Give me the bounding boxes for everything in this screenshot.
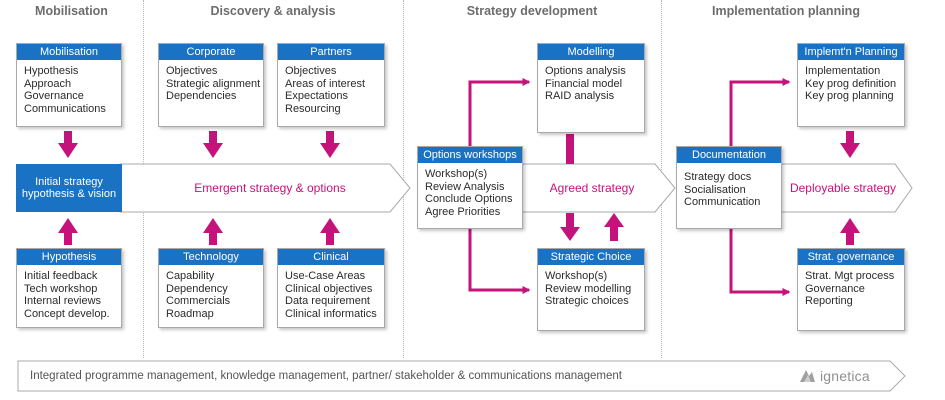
card-line: Communication bbox=[684, 196, 761, 208]
card-line: Initial feedback bbox=[24, 270, 98, 282]
card-line: Strategy docs bbox=[684, 171, 752, 183]
card-title: Modelling bbox=[538, 44, 644, 60]
card-line: Conclude Options bbox=[425, 193, 513, 205]
up-arrow-strategic-choice bbox=[604, 213, 624, 241]
card-line: Capability bbox=[166, 270, 215, 282]
card-strat-governance: Strat. governance Strat. Mgt process Gov… bbox=[797, 248, 905, 331]
card-modelling: Modelling Options analysis Financial mod… bbox=[537, 43, 645, 133]
card-line: Dependencies bbox=[166, 90, 237, 102]
card-implementation-planning: Implemt'n Planning Implementation Key pr… bbox=[797, 43, 905, 127]
card-line: Commercials bbox=[166, 295, 231, 307]
card-line: Areas of interest bbox=[285, 77, 366, 90]
connector-options-to-choice bbox=[468, 229, 531, 294]
card-line: Workshop(s) bbox=[545, 270, 608, 282]
card-corporate: Corporate Objectives Strategic alignment… bbox=[158, 43, 264, 127]
logo-mark-icon bbox=[800, 370, 815, 382]
card-line: Key prog planning bbox=[805, 90, 894, 102]
connector-modelling-to-band bbox=[566, 134, 574, 164]
card-line: Communications bbox=[24, 102, 106, 115]
card-title: Implemt'n Planning bbox=[798, 44, 904, 60]
card-line: Objectives bbox=[166, 65, 218, 77]
down-arrow-modelling bbox=[560, 213, 580, 241]
card-technology: Technology Capability Dependency Commerc… bbox=[158, 248, 264, 328]
card-title: Hypothesis bbox=[17, 249, 121, 265]
card-title: Documentation bbox=[677, 147, 781, 163]
down-arrow-partners bbox=[320, 131, 340, 158]
card-line: Review Analysis bbox=[425, 180, 505, 193]
card-line: Objectives bbox=[285, 65, 337, 77]
phase-title-mobilisation: Mobilisation bbox=[35, 4, 108, 18]
card-line: Governance bbox=[24, 90, 84, 102]
down-arrow-corporate bbox=[203, 131, 223, 158]
card-title: Corporate bbox=[159, 44, 263, 60]
initial-strategy-box: Initial strategy hypothesis & vision bbox=[16, 164, 122, 212]
card-line: Resourcing bbox=[285, 102, 341, 115]
band-label-emergent: Emergent strategy & options bbox=[194, 181, 346, 195]
card-mobilisation: Mobilisation Hypothesis Approach Governa… bbox=[16, 43, 122, 127]
card-line: Concept develop. bbox=[24, 307, 110, 320]
card-title: Strategic Choice bbox=[538, 249, 644, 265]
card-options-workshops: Options workshops Workshop(s) Review Ana… bbox=[417, 146, 523, 229]
card-line: Strategic choices bbox=[545, 295, 629, 307]
card-line: Clinical objectives bbox=[285, 282, 373, 295]
logo: ignetica bbox=[798, 368, 870, 384]
footer-caption: Integrated programme management, knowled… bbox=[30, 370, 622, 382]
card-line: Expectations bbox=[285, 90, 348, 102]
card-title: Technology bbox=[159, 249, 263, 265]
card-title: Clinical bbox=[278, 249, 384, 265]
card-line: Data requirement bbox=[285, 295, 370, 307]
card-line: Internal reviews bbox=[24, 295, 102, 307]
phase-title-implementation-planning: Implementation planning bbox=[712, 4, 860, 18]
card-line: RAID analysis bbox=[545, 90, 615, 102]
connector-options-to-modelling bbox=[468, 78, 531, 147]
logo-wordmark: ignetica bbox=[820, 368, 870, 384]
card-title: Mobilisation bbox=[17, 44, 121, 60]
card-line: Dependency bbox=[166, 282, 228, 295]
card-line: Workshop(s) bbox=[425, 168, 488, 180]
card-line: Reporting bbox=[805, 295, 853, 307]
card-line: Strat. Mgt process bbox=[805, 270, 895, 282]
card-partners: Partners Objectives Areas of interest Ex… bbox=[277, 43, 385, 127]
card-clinical: Clinical Use-Case Areas Clinical objecti… bbox=[277, 248, 385, 328]
card-line: Hypothesis bbox=[24, 65, 79, 77]
card-line: Use-Case Areas bbox=[285, 270, 366, 282]
band-label-agreed: Agreed strategy bbox=[549, 181, 635, 195]
up-arrow-hypothesis bbox=[58, 218, 78, 245]
card-strategic-choice: Strategic Choice Workshop(s) Review mode… bbox=[537, 248, 645, 331]
card-documentation: Documentation Strategy docs Socialisatio… bbox=[676, 146, 782, 229]
card-line: Approach bbox=[24, 77, 72, 90]
up-arrow-clinical bbox=[320, 218, 340, 245]
card-line: Tech workshop bbox=[24, 282, 98, 295]
card-line: Roadmap bbox=[166, 307, 214, 320]
up-arrow-governance bbox=[840, 218, 860, 245]
column-divider bbox=[403, 0, 404, 358]
card-line: Strategic alignment bbox=[166, 77, 261, 90]
card-line: Implementation bbox=[805, 65, 881, 77]
card-line: Socialisation bbox=[684, 183, 746, 196]
card-title: Strat. governance bbox=[798, 249, 904, 265]
footer-arrow bbox=[17, 360, 906, 392]
phase-title-discovery: Discovery & analysis bbox=[210, 4, 336, 18]
card-line: Financial model bbox=[545, 77, 623, 90]
card-line: Governance bbox=[805, 282, 865, 295]
card-line: Key prog definition bbox=[805, 77, 897, 90]
card-title: Partners bbox=[278, 44, 384, 60]
connector-doc-to-implementation bbox=[729, 78, 791, 147]
band-label-deployable: Deployable strategy bbox=[789, 181, 897, 195]
card-hypothesis: Hypothesis Initial feedback Tech worksho… bbox=[16, 248, 122, 328]
down-arrow-implementation bbox=[840, 131, 860, 158]
up-arrow-technology bbox=[203, 218, 223, 245]
card-line: Review modelling bbox=[545, 282, 632, 295]
card-line: Options analysis bbox=[545, 65, 626, 77]
card-title: Options workshops bbox=[418, 147, 522, 163]
card-line: Agree Priorities bbox=[425, 205, 501, 218]
connector-doc-to-governance bbox=[729, 229, 791, 296]
card-line: Clinical informatics bbox=[285, 307, 377, 320]
down-arrow-mobilisation bbox=[58, 131, 78, 158]
phase-title-strategy-development: Strategy development bbox=[466, 4, 598, 18]
